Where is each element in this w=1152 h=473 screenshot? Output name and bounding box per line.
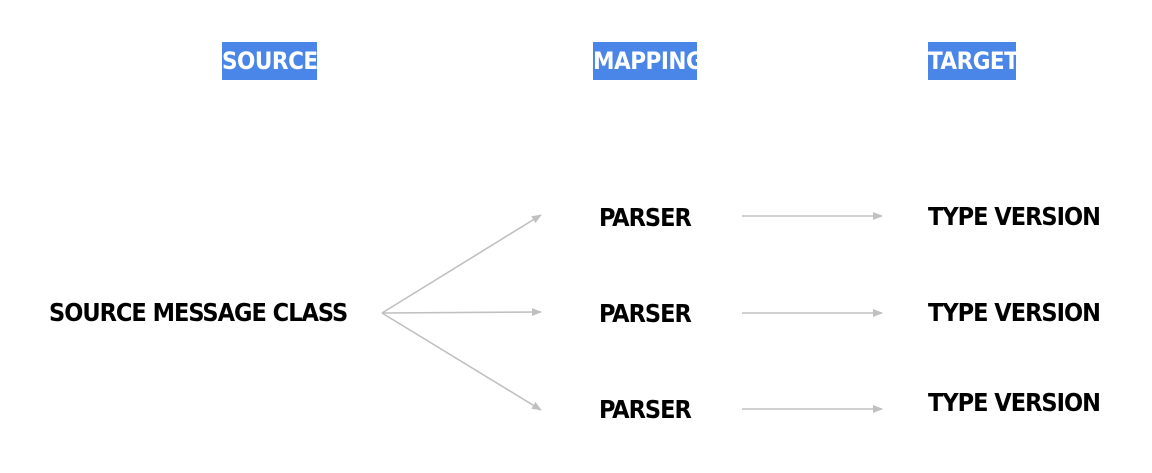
type-version-label-3: TYPE VERSION <box>928 388 1101 417</box>
source-message-class-label: SOURCE MESSAGE CLASS <box>49 298 348 327</box>
arrow-source-to-parser-2 <box>381 308 542 317</box>
arrow-source-to-parser-3 <box>381 312 542 411</box>
parser-label-2: PARSER <box>599 299 692 328</box>
parser-label-3: PARSER <box>599 395 692 424</box>
type-version-label-1: TYPE VERSION <box>928 202 1101 231</box>
arrow-source-to-parser-1 <box>381 214 542 314</box>
type-version-label-2: TYPE VERSION <box>928 298 1101 327</box>
target-column-header: TARGET <box>928 42 1016 80</box>
parser-label-1: PARSER <box>599 203 692 232</box>
source-column-header: SOURCE <box>222 42 317 80</box>
mapping-column-header: MAPPING <box>593 42 697 80</box>
